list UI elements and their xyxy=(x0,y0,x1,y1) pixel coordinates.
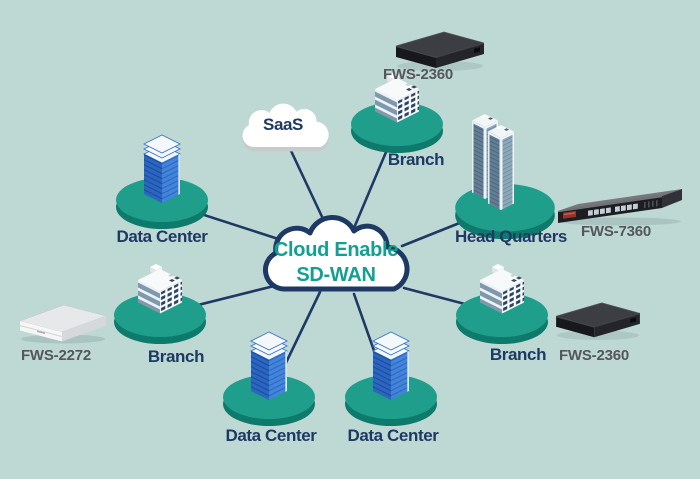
fws-7360-device-icon xyxy=(558,189,682,226)
data-center-bottom-left-label: Data Center xyxy=(225,426,317,445)
fws-2360-right-device-icon xyxy=(555,302,641,341)
fws-7360-label: FWS-7360 xyxy=(580,223,652,240)
fws-2360-right-label: FWS-2360 xyxy=(558,347,630,364)
fws-2360-top-label: FWS-2360 xyxy=(382,66,454,83)
node-head-quarters xyxy=(455,114,555,240)
node-branch-right xyxy=(456,264,548,344)
fws-2272-device-icon xyxy=(19,304,107,344)
center-cloud-title: Cloud Enable SD-WAN xyxy=(256,238,416,288)
node-data-center-bottom-right xyxy=(345,331,437,426)
branch-left-label: Branch xyxy=(147,347,205,366)
center-cloud-title-line1: Cloud Enable xyxy=(273,239,399,261)
data-center-left-label: Data Center xyxy=(116,227,208,246)
saas-label: SaaS xyxy=(263,115,303,134)
branch-top-label: Branch xyxy=(387,150,445,169)
data-center-bottom-right-label: Data Center xyxy=(347,426,439,445)
branch-right-label: Branch xyxy=(489,345,547,364)
node-data-center-bottom-left xyxy=(223,331,315,426)
node-data-center-left xyxy=(116,134,208,229)
center-cloud-title-line2: SD-WAN xyxy=(296,264,376,286)
head-quarters-label: Head Quarters xyxy=(455,227,567,246)
node-branch-left xyxy=(114,264,206,344)
fws-2272-label: FWS-2272 xyxy=(20,347,92,364)
